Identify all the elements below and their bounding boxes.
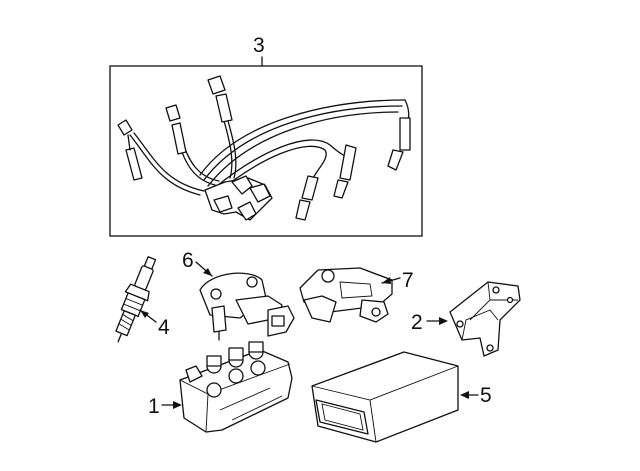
callout-5: 5 <box>480 384 492 407</box>
wire-end-4 <box>387 117 411 171</box>
callout-7: 7 <box>402 269 414 292</box>
arrowhead-7 <box>382 277 391 284</box>
arrowhead-5 <box>460 391 469 399</box>
callout-2: 2 <box>411 311 423 334</box>
part-5-control-module[interactable]: 5 <box>311 351 492 443</box>
sensor-icon <box>199 272 295 341</box>
wire-set-box <box>109 65 423 237</box>
part-1-coil-pack[interactable]: 1 <box>148 341 293 433</box>
part-6-sensor[interactable]: 6 <box>182 249 295 341</box>
coil-pack-icon <box>179 341 293 433</box>
arrowhead-2 <box>439 317 448 325</box>
callout-1: 1 <box>148 395 160 418</box>
arrowhead-4 <box>140 310 149 318</box>
wire-end-6 <box>295 175 319 221</box>
callout-3: 3 <box>253 34 265 57</box>
part-4-spark-plug[interactable]: 4 <box>107 254 170 346</box>
part-3-wire-set[interactable]: 3 <box>109 34 423 237</box>
bracket-icon <box>449 281 521 357</box>
part-7-position-sensor[interactable]: 7 <box>299 267 414 323</box>
control-module-icon <box>311 351 459 443</box>
arrowhead-6 <box>203 268 212 276</box>
wire-end-left <box>117 119 143 181</box>
callout-4: 4 <box>158 316 170 339</box>
arrowhead-1 <box>173 401 182 409</box>
callout-6: 6 <box>182 249 194 272</box>
part-2-bracket[interactable]: 2 <box>411 281 521 357</box>
wire-end-5 <box>333 144 357 199</box>
wire-end-3 <box>207 75 233 123</box>
spark-plug-icon <box>115 256 157 343</box>
position-sensor-icon <box>299 267 393 323</box>
wire-end-2 <box>165 104 187 155</box>
